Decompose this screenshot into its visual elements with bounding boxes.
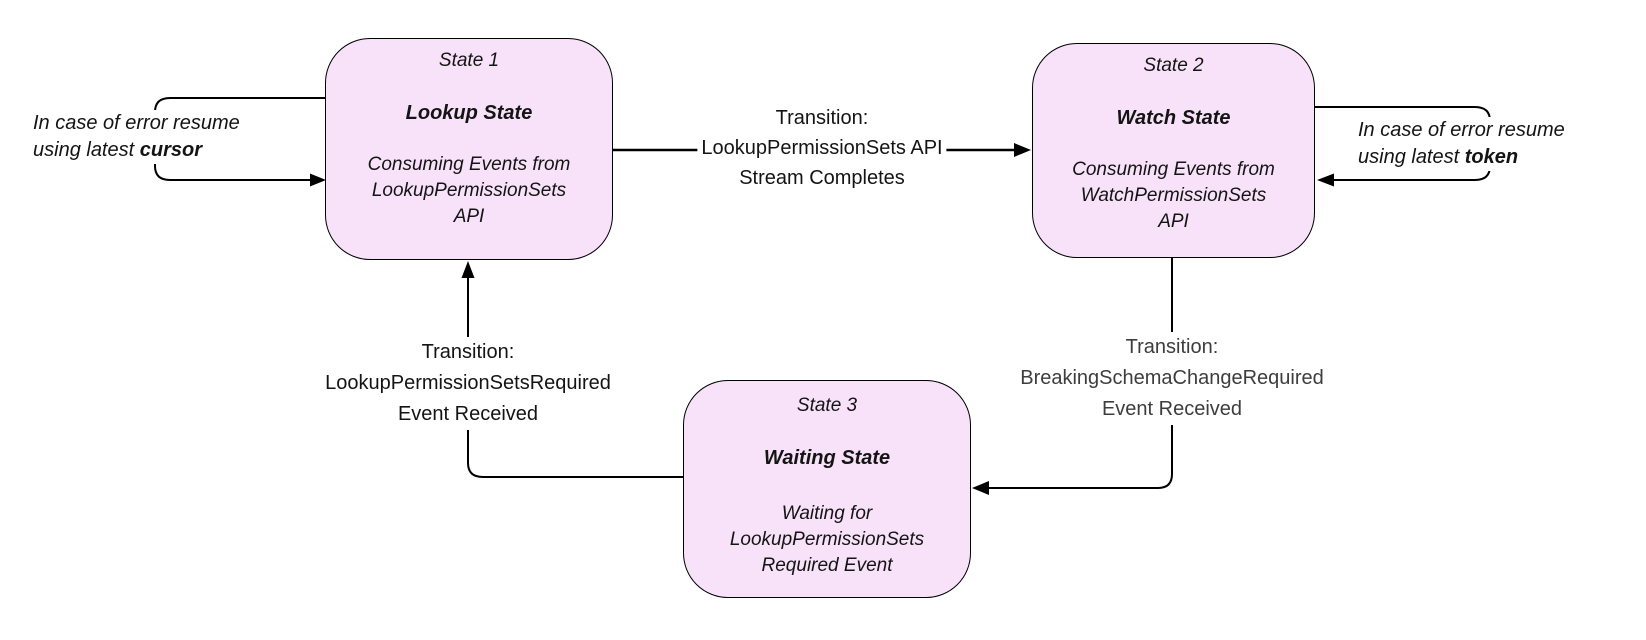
state-3-desc-line-3: Required Event — [761, 555, 893, 576]
annotation-cursor-prefix: using latest — [33, 139, 140, 161]
state-2-desc-line-2: WatchPermissionSets — [1080, 185, 1267, 206]
annotation-cursor-line-1: In case of error resume — [31, 110, 242, 137]
transition-arrow-state2-to-state3 — [972, 258, 1173, 495]
state-1-desc-line-2: LookupPermissionSets — [371, 180, 567, 201]
transition-label-state1-to-state2: Transition: LookupPermissionSets API Str… — [697, 103, 947, 193]
state-2-desc-line-1: Consuming Events from — [1072, 159, 1275, 180]
state-3-number: State 3 — [796, 395, 858, 416]
transition-1-line-1: Transition: — [775, 107, 869, 129]
state-2-description: Consuming Events from WatchPermissionSet… — [1033, 157, 1314, 235]
state-2-desc-line-3: API — [1158, 211, 1189, 232]
state-1-desc-line-3: API — [453, 206, 485, 227]
arrowhead-into-state3-right — [972, 481, 989, 495]
annotation-token-line-1: In case of error resume — [1356, 117, 1567, 144]
state-1-number: State 1 — [438, 50, 500, 71]
transition-3-line-1: Transition: — [421, 341, 515, 363]
annotation-token-keyword: token — [1464, 146, 1519, 168]
state-3-name: Waiting State — [763, 447, 891, 469]
arrowhead-into-state2-left — [1014, 143, 1031, 157]
annotation-error-resume-cursor: In case of error resume using latest cur… — [31, 110, 242, 164]
arrowhead-into-state1-left — [310, 173, 326, 187]
annotation-error-resume-token: In case of error resume using latest tok… — [1356, 117, 1567, 171]
transition-1-line-3: Stream Completes — [739, 167, 905, 189]
state-3-desc-line-2: LookupPermissionSets — [729, 529, 925, 550]
state-1-description: Consuming Events from LookupPermissionSe… — [326, 152, 612, 230]
annotation-token-line-2: using latest token — [1356, 144, 1521, 171]
state-2-number: State 2 — [1143, 55, 1204, 76]
transition-label-state2-to-state3: Transition: BreakingSchemaChangeRequired… — [1016, 332, 1328, 425]
transition-2-line-1: Transition: — [1125, 336, 1219, 358]
annotation-token-prefix: using latest — [1358, 146, 1465, 168]
state-2-box: State 2 Watch State Consuming Events fro… — [1032, 43, 1315, 258]
transition-arrow-state3-to-state1 — [461, 261, 683, 478]
state-3-desc-line-1: Waiting for — [781, 503, 873, 524]
state-3-box: State 3 Waiting State Waiting for Lookup… — [683, 380, 971, 598]
state-1-name: Lookup State — [405, 102, 533, 124]
transition-2-line-3: Event Received — [1101, 398, 1243, 420]
state-1-box: State 1 Lookup State Consuming Events fr… — [325, 38, 613, 260]
transition-3-line-2: LookupPermissionSetsRequired — [325, 372, 611, 394]
transition-label-state3-to-state1: Transition: LookupPermissionSetsRequired… — [321, 337, 615, 430]
transition-3-line-3: Event Received — [397, 403, 539, 425]
transition-1-line-2: LookupPermissionSets API — [701, 137, 943, 159]
state-2-name: Watch State — [1116, 107, 1231, 129]
transition-2-line-2: BreakingSchemaChangeRequired — [1020, 367, 1324, 389]
annotation-cursor-line-2: using latest cursor — [31, 137, 204, 164]
arrowhead-into-state2-right — [1317, 173, 1334, 187]
arrowhead-into-state1-bottom — [461, 261, 475, 278]
state-3-description: Waiting for LookupPermissionSets Require… — [684, 501, 970, 579]
annotation-cursor-keyword: cursor — [139, 139, 202, 161]
state-1-desc-line-1: Consuming Events from — [367, 154, 571, 175]
